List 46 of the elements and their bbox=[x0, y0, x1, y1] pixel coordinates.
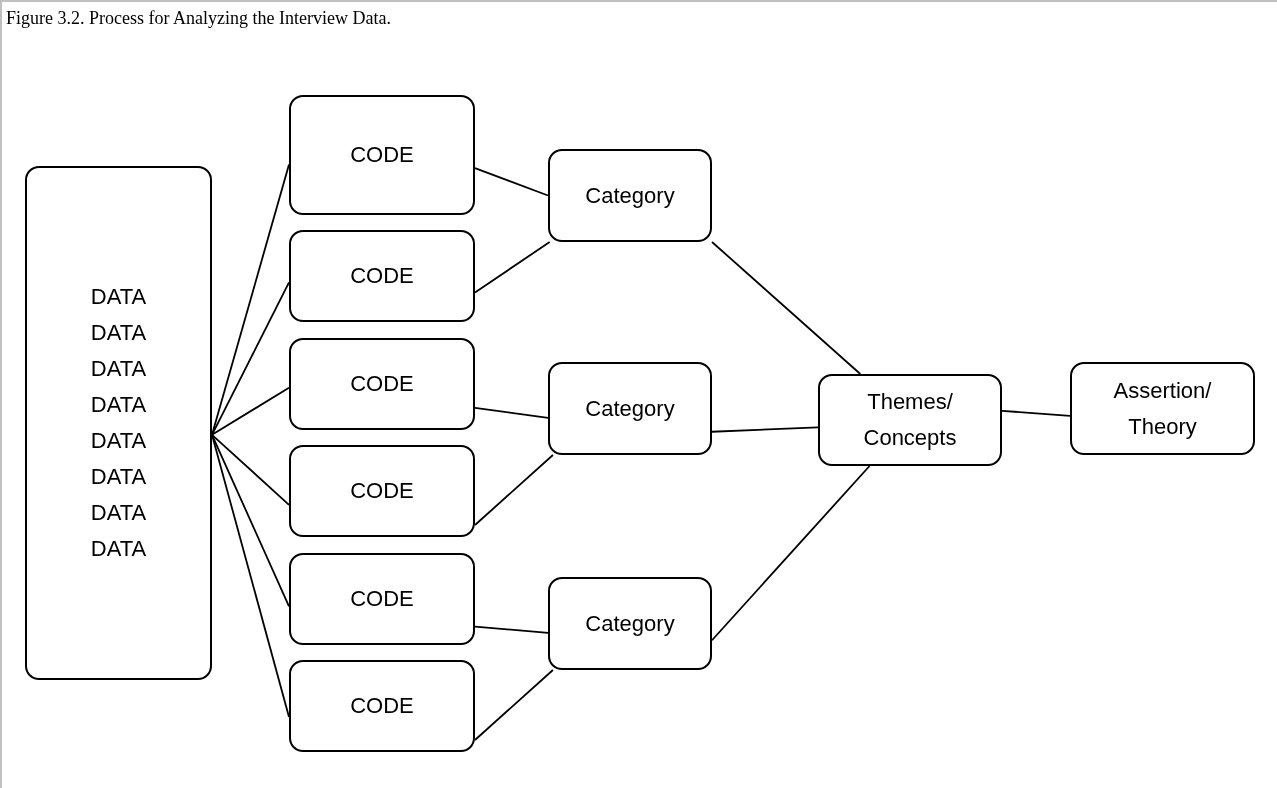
connector-line bbox=[474, 241, 551, 294]
process-box bbox=[289, 660, 475, 752]
connector-line bbox=[474, 625, 549, 634]
box-label: DATA bbox=[90, 427, 147, 455]
connector-line bbox=[1001, 409, 1071, 417]
box-label: DATA bbox=[90, 355, 147, 383]
connector-line bbox=[711, 241, 862, 375]
box-label: Assertion/ Theory bbox=[1112, 376, 1213, 441]
connector-line bbox=[711, 465, 871, 642]
box-label: Category bbox=[585, 394, 675, 423]
process-box bbox=[548, 577, 712, 670]
process-box bbox=[548, 149, 712, 242]
connector-line bbox=[211, 433, 290, 608]
process-box bbox=[289, 338, 475, 430]
box-label: CODE bbox=[350, 477, 414, 505]
connector-line bbox=[474, 454, 554, 526]
box-label: Category bbox=[585, 609, 675, 638]
box-label: DATA bbox=[90, 463, 147, 491]
process-box bbox=[289, 95, 475, 215]
process-box bbox=[289, 553, 475, 645]
box-label: Category bbox=[585, 181, 675, 210]
figure-title: Figure 3.2. Process for Analyzing the Interview Data. bbox=[6, 7, 391, 30]
connector-line bbox=[474, 407, 549, 419]
box-label: DATA bbox=[90, 391, 147, 419]
process-box bbox=[289, 445, 475, 537]
box-label: CODE bbox=[350, 585, 414, 613]
connector-line bbox=[711, 426, 819, 433]
connector-line bbox=[211, 281, 290, 436]
connector-line bbox=[211, 386, 290, 436]
box-label: CODE bbox=[350, 141, 414, 169]
box-label: CODE bbox=[350, 370, 414, 398]
box-label: CODE bbox=[350, 262, 414, 290]
process-box bbox=[1070, 362, 1255, 455]
process-box bbox=[25, 166, 212, 680]
box-label: Themes/ Concepts bbox=[862, 388, 958, 452]
box-label: DATA bbox=[90, 535, 147, 563]
connector-line bbox=[474, 167, 549, 197]
connector-line bbox=[474, 669, 554, 741]
process-box bbox=[289, 230, 475, 322]
box-label: CODE bbox=[350, 692, 414, 720]
box-label: DATA bbox=[90, 319, 147, 347]
process-box bbox=[818, 374, 1002, 466]
process-box bbox=[548, 362, 712, 455]
connector-line bbox=[211, 433, 290, 506]
box-label: DATA bbox=[90, 499, 147, 527]
box-label: DATA bbox=[90, 283, 147, 311]
